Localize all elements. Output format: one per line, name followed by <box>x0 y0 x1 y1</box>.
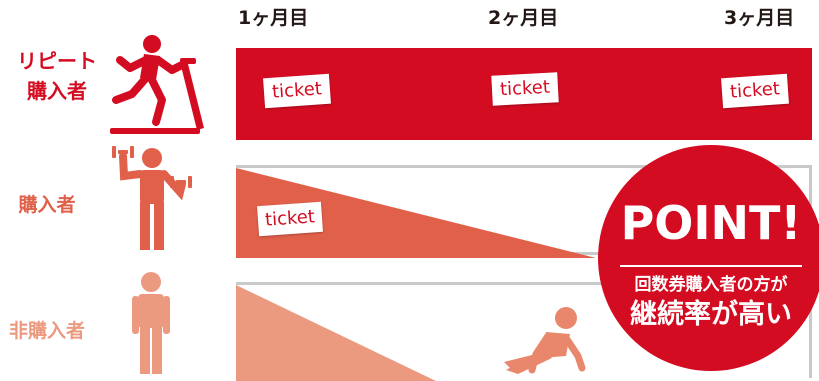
treadmill-runner-icon <box>110 35 204 134</box>
bar-repeat: ticket ticket ticket <box>236 48 812 140</box>
row-label-repeat-line-2: 購入者 <box>27 79 87 103</box>
badge-divider <box>620 265 802 267</box>
month-header-2: 2ヶ月目 <box>488 7 559 29</box>
standing-person-icon <box>132 272 170 374</box>
row-label-repeat-line-1: リピート <box>17 49 97 73</box>
point-badge: POINT! 回数券購入者の方が 継続率が高い <box>598 145 819 371</box>
month-header-1: 1ヶ月目 <box>238 7 309 29</box>
retention-wedge-purchaser <box>236 168 596 258</box>
badge-title: POINT! <box>620 196 802 250</box>
ticket-purchaser-1: ticket <box>257 201 323 237</box>
bar-non-purchaser <box>236 282 812 381</box>
row-label-non-purchaser: 非購入者 <box>0 316 94 346</box>
ticket-repeat-1: ticket <box>263 73 331 109</box>
row-label-repeat: リピート 購入者 <box>8 46 106 106</box>
ticket-repeat-3: ticket <box>721 73 789 109</box>
collapsed-person-icon <box>504 307 586 374</box>
month-header-3: 3ヶ月目 <box>724 7 795 29</box>
badge-main-text: 継続率が高い <box>630 299 792 330</box>
badge-subtitle: 回数券購入者の方が <box>634 275 788 295</box>
row-label-non-purchaser-line-1: 非購入者 <box>8 320 85 342</box>
dumbbell-person-icon <box>112 146 192 250</box>
row-label-purchaser-line-1: 購入者 <box>18 194 76 216</box>
retention-wedge-non-purchaser <box>236 285 436 381</box>
ticket-repeat-2: ticket <box>491 72 559 106</box>
row-label-purchaser: 購入者 <box>0 190 94 220</box>
